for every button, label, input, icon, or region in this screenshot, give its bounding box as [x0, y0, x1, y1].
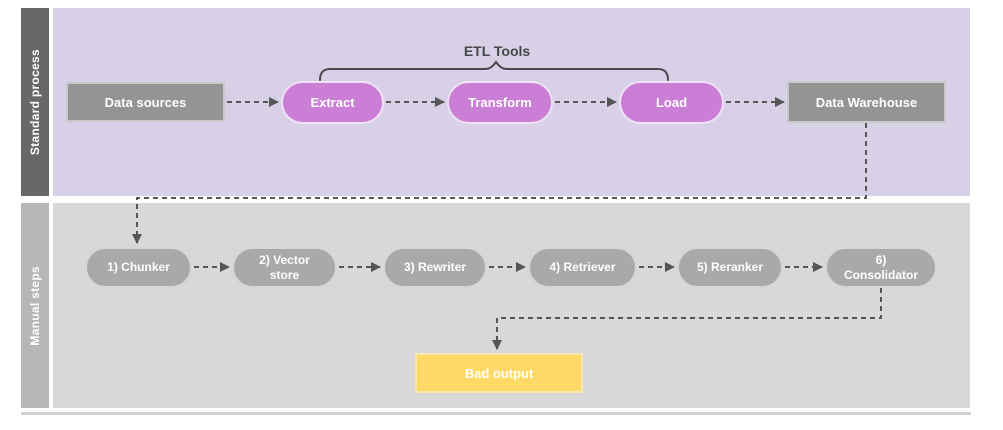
node-load: Load — [619, 81, 724, 124]
node-data-warehouse: Data Warehouse — [787, 81, 946, 123]
node-reranker: 5) Reranker — [677, 247, 783, 288]
standard-process-lane-label-bar: Standard process — [21, 8, 49, 196]
node-data-sources: Data sources — [66, 82, 225, 122]
node-extract: Extract — [281, 81, 384, 124]
node-retriever: 4) Retriever — [528, 247, 637, 288]
node-chunker: 1) Chunker — [85, 247, 192, 288]
node-bad-output: Bad output — [415, 353, 583, 393]
node-consolidator: 6) Consolidator — [825, 247, 937, 288]
node-rewriter: 3) Rewriter — [383, 247, 487, 288]
diagram-bottom-border — [21, 412, 971, 415]
node-vector-store: 2) Vector store — [232, 247, 337, 288]
manual-steps-lane-label: Manual steps — [28, 265, 42, 346]
manual-steps-lane-label-bar: Manual steps — [21, 203, 49, 408]
standard-process-lane-label: Standard process — [28, 48, 42, 156]
etl-tools-label: ETL Tools — [463, 43, 531, 59]
node-transform: Transform — [447, 81, 553, 124]
